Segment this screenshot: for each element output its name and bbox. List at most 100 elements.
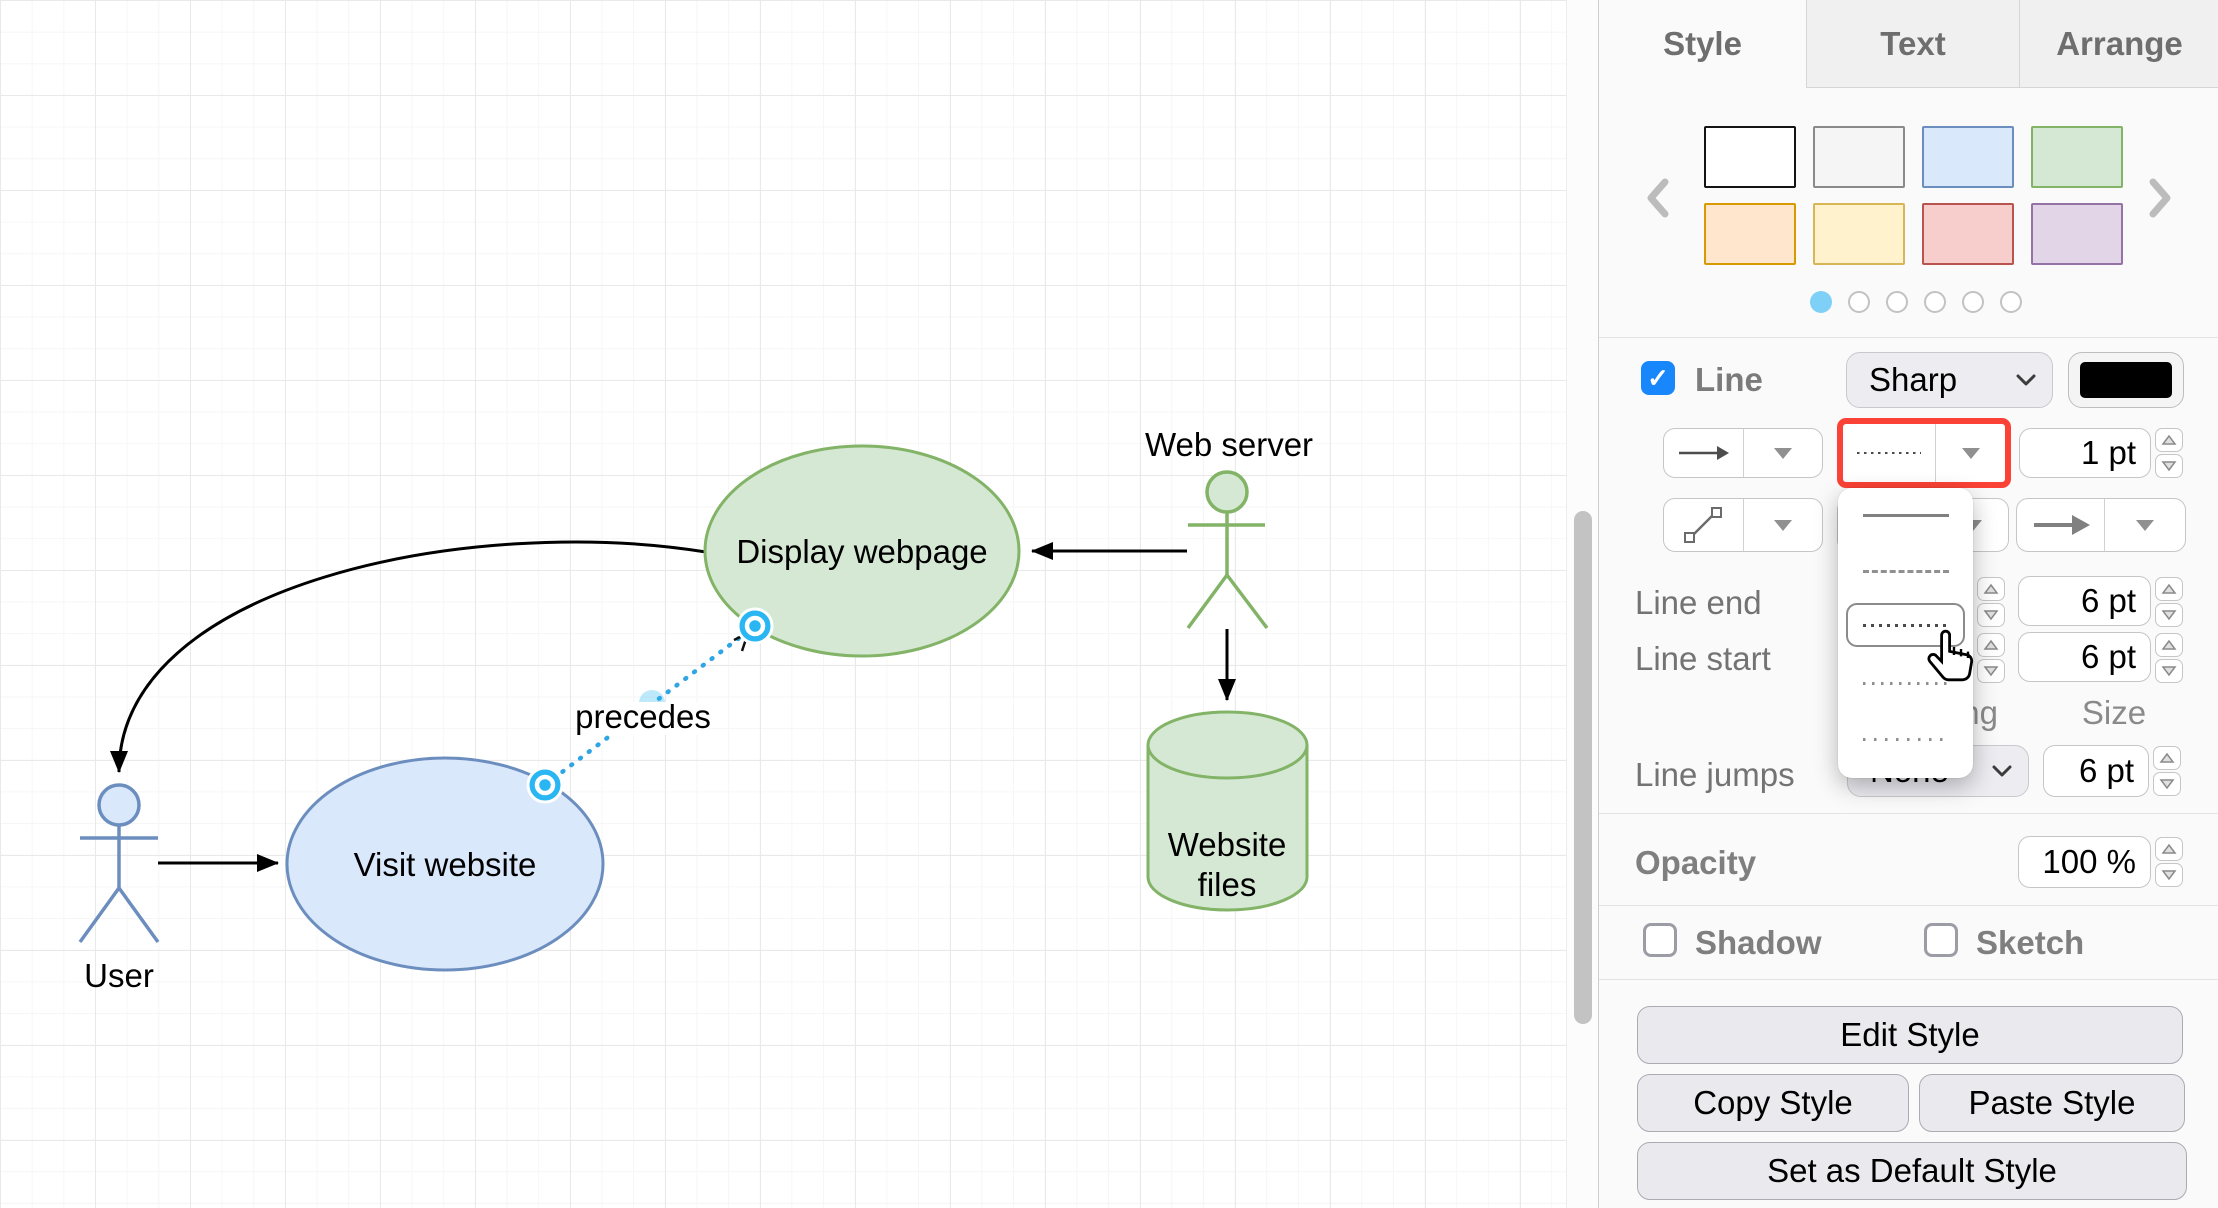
paste-style-button[interactable]: Paste Style: [1919, 1074, 2185, 1132]
chevron-down-icon: [2104, 499, 2185, 551]
edit-style-button[interactable]: Edit Style: [1637, 1006, 2183, 1064]
chevron-down-icon: [1992, 765, 2012, 777]
swatch-next-icon[interactable]: [2147, 176, 2175, 225]
line-jumps-size-input[interactable]: [2043, 745, 2149, 797]
pager-dot[interactable]: [2000, 291, 2022, 313]
style-preset-swatch[interactable]: [1922, 203, 2014, 265]
line-start-size-stepper[interactable]: [2155, 633, 2183, 683]
arrow-right-icon: [1664, 429, 1743, 477]
line-style-option-solid[interactable]: [1838, 493, 1973, 537]
stepper-down-icon[interactable]: [2155, 863, 2183, 887]
stepper-up-icon[interactable]: [2155, 577, 2183, 601]
chevron-down-icon: [1742, 429, 1823, 477]
node-visit-website[interactable]: Visit website: [285, 756, 605, 972]
stepper-up-icon[interactable]: [1977, 577, 2005, 601]
stepper-down-icon[interactable]: [2155, 659, 2183, 683]
actor-user[interactable]: [78, 783, 160, 944]
stepper-up-icon[interactable]: [2155, 837, 2183, 861]
actor-web-server[interactable]: [1186, 470, 1269, 630]
line-end-size-input[interactable]: [2018, 576, 2151, 626]
line-start-spacing-stepper[interactable]: [1977, 633, 2005, 683]
line-style-option-dashed[interactable]: [1838, 549, 1973, 593]
opacity-input[interactable]: [2018, 836, 2151, 888]
vertical-scrollbar[interactable]: [1566, 0, 1598, 1208]
style-preset-swatch[interactable]: [2031, 126, 2123, 188]
pager-dot[interactable]: [1886, 291, 1908, 313]
node-website-files-label-line2: files: [1198, 866, 1257, 903]
line-start-size-input[interactable]: [2018, 632, 2151, 682]
pager-dot[interactable]: [1962, 291, 1984, 313]
shadow-label: Shadow: [1695, 924, 1822, 961]
line-checkbox[interactable]: ✓: [1641, 361, 1675, 395]
pager-dot[interactable]: [1848, 291, 1870, 313]
opacity-stepper[interactable]: [2155, 837, 2183, 887]
sketch-label: Sketch: [1976, 924, 2085, 961]
vertical-scrollbar-thumb[interactable]: [1574, 511, 1592, 1024]
line-start-label: Line start: [1635, 640, 1771, 677]
pager-dot[interactable]: [1810, 291, 1832, 313]
copy-style-button[interactable]: Copy Style: [1637, 1074, 1909, 1132]
line-end-size-stepper[interactable]: [2155, 577, 2183, 627]
waypoints-style-button[interactable]: [1663, 498, 1823, 552]
style-preset-swatch[interactable]: [1704, 203, 1796, 265]
swatch-prev-icon[interactable]: [1643, 176, 1671, 225]
stepper-up-icon[interactable]: [1977, 633, 2005, 657]
line-style-button-highlighted[interactable]: [1837, 418, 2011, 488]
shadow-checkbox[interactable]: [1643, 923, 1677, 957]
pager-dot[interactable]: [1924, 291, 1946, 313]
tab-arrange[interactable]: Arrange: [2019, 0, 2218, 88]
line-width-stepper[interactable]: [2155, 428, 2183, 478]
style-preset-swatch[interactable]: [1813, 126, 1905, 188]
stepper-down-icon[interactable]: [1977, 603, 2005, 627]
actor-web-server-label: Web server: [1145, 426, 1313, 463]
style-preset-swatch[interactable]: [1813, 203, 1905, 265]
line-kind-select[interactable]: Sharp: [1846, 352, 2053, 408]
diagram-canvas[interactable]: User Visit website Display webpage Web s…: [0, 0, 1566, 1208]
style-preset-swatch[interactable]: [2031, 203, 2123, 265]
chevron-down-icon: [1935, 424, 2005, 482]
line-end-label: Line end: [1635, 584, 1762, 621]
stepper-up-icon[interactable]: [2155, 428, 2183, 452]
stepper-up-icon[interactable]: [2155, 633, 2183, 657]
line-jumps-size-stepper[interactable]: [2153, 746, 2181, 796]
stepper-down-icon[interactable]: [2155, 603, 2183, 627]
format-panel: Style Text Arrange ✓ Line Sharp: [1598, 0, 2218, 1208]
connection-style-button[interactable]: [1663, 428, 1823, 478]
line-width-input[interactable]: [2019, 428, 2151, 478]
actor-user-head: [97, 783, 141, 827]
line-jumps-label: Line jumps: [1635, 756, 1795, 793]
edge-endpoint-handle-target[interactable]: [736, 607, 774, 645]
tab-text[interactable]: Text: [1807, 0, 2019, 88]
tab-style[interactable]: Style: [1599, 0, 1807, 88]
node-website-files[interactable]: [1146, 710, 1309, 912]
edge-display-to-user[interactable]: [110, 540, 707, 773]
line-section-label: Line: [1695, 361, 1763, 398]
chevron-down-icon: [1742, 499, 1823, 551]
line-style-option-dotted-sparse[interactable]: [1838, 717, 1973, 761]
node-display-webpage-label: Display webpage: [736, 533, 987, 570]
stepper-up-icon[interactable]: [2153, 746, 2181, 770]
style-preset-swatch[interactable]: [1704, 126, 1796, 188]
line-style-option-dotted[interactable]: [1838, 661, 1973, 705]
chevron-down-icon: [2016, 374, 2036, 386]
opacity-label: Opacity: [1635, 844, 1757, 881]
line-style-option-dotted-selected[interactable]: [1846, 603, 1965, 647]
actor-user-label: User: [84, 957, 154, 994]
node-website-files-label-line1: Website: [1168, 826, 1287, 863]
size-column-label: Size: [2081, 694, 2147, 731]
set-default-style-button[interactable]: Set as Default Style: [1637, 1142, 2187, 1200]
stepper-down-icon[interactable]: [1977, 659, 2005, 683]
arrow-right-bold-icon: [2017, 499, 2104, 551]
stepper-down-icon[interactable]: [2153, 772, 2181, 796]
sketch-checkbox[interactable]: [1924, 923, 1958, 957]
line-end-spacing-stepper[interactable]: [1977, 577, 2005, 627]
node-display-webpage[interactable]: Display webpage: [703, 444, 1021, 658]
style-preset-swatch[interactable]: [1922, 126, 2014, 188]
stepper-down-icon[interactable]: [2155, 454, 2183, 478]
dotted-line-icon: [1843, 424, 1935, 482]
arrow-ends-button[interactable]: [2016, 498, 2186, 552]
node-visit-website-label: Visit website: [354, 846, 537, 883]
line-color-button[interactable]: [2068, 352, 2184, 408]
edge-endpoint-handle-source[interactable]: [526, 766, 564, 804]
waypoint-line-icon: [1664, 499, 1743, 551]
